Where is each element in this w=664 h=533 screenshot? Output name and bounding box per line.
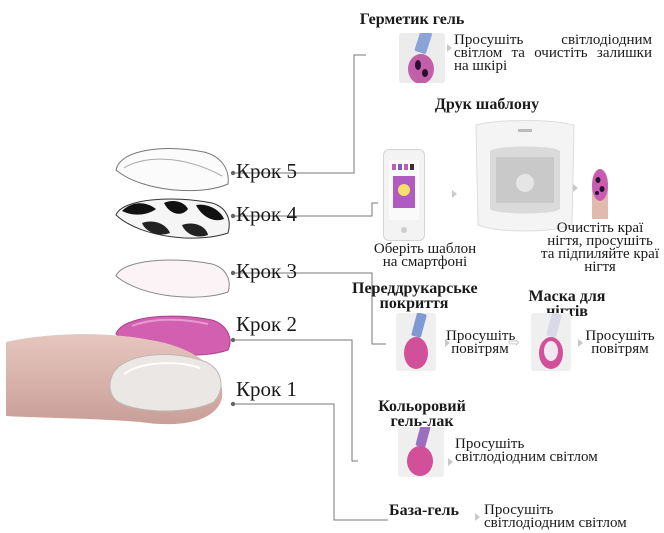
mask-image: [531, 313, 571, 371]
color-gel-arrow-icon: [448, 458, 453, 466]
preprint-desc: Просушіть повітрям: [446, 330, 514, 356]
step-2-label: Крок 2: [236, 314, 297, 335]
smartphone-image: [383, 149, 425, 241]
color-gel-desc: Просушіть світлодіодним світлом: [455, 438, 615, 464]
nail-printer-image: [470, 117, 580, 237]
step-4-label: Крок 4: [236, 204, 297, 225]
nail-layer-precoat: [112, 254, 238, 302]
preprint-image: [396, 313, 436, 371]
print-title: Друк шаблону: [412, 97, 562, 112]
sealer-desc: Просушіть світлодіодним світлом та очист…: [454, 34, 652, 73]
color-gel-image: [398, 427, 444, 477]
nail-layer-printed-pattern: [112, 193, 238, 243]
print-arrow-2-icon: [573, 184, 578, 192]
base-gel-desc: Просушіть світлодіодним світлом: [484, 504, 644, 533]
printed-nail-image: [589, 167, 611, 219]
sealer-arrow-icon: [447, 44, 452, 52]
step-3-label: Крок 3: [236, 261, 297, 282]
step-5-label: Крок 5: [236, 161, 297, 182]
print-clean-desc: Очистіть краї нігтя, просушіть та підпил…: [540, 222, 660, 274]
nail-layer-sealer: [112, 140, 238, 196]
finger-illustration: [0, 318, 236, 430]
preprint-title: Переддрукарське покриття: [352, 281, 476, 311]
mask-desc: Просушіть повітрям: [582, 330, 658, 356]
sealer-image: [399, 33, 445, 83]
step-1-label: Крок 1: [236, 379, 297, 400]
print-choose-desc: Оберіть шаблон на смартфоні: [368, 243, 482, 269]
sealer-title: Герметик гель: [346, 12, 478, 27]
color-gel-title: Кольоровий гель-лак: [372, 399, 472, 429]
print-arrow-1-icon: [452, 190, 457, 198]
base-gel-title: База-гель: [386, 503, 462, 533]
base-gel-arrow-icon: [475, 513, 480, 521]
arrow-right-icon: ⇨: [508, 337, 520, 351]
